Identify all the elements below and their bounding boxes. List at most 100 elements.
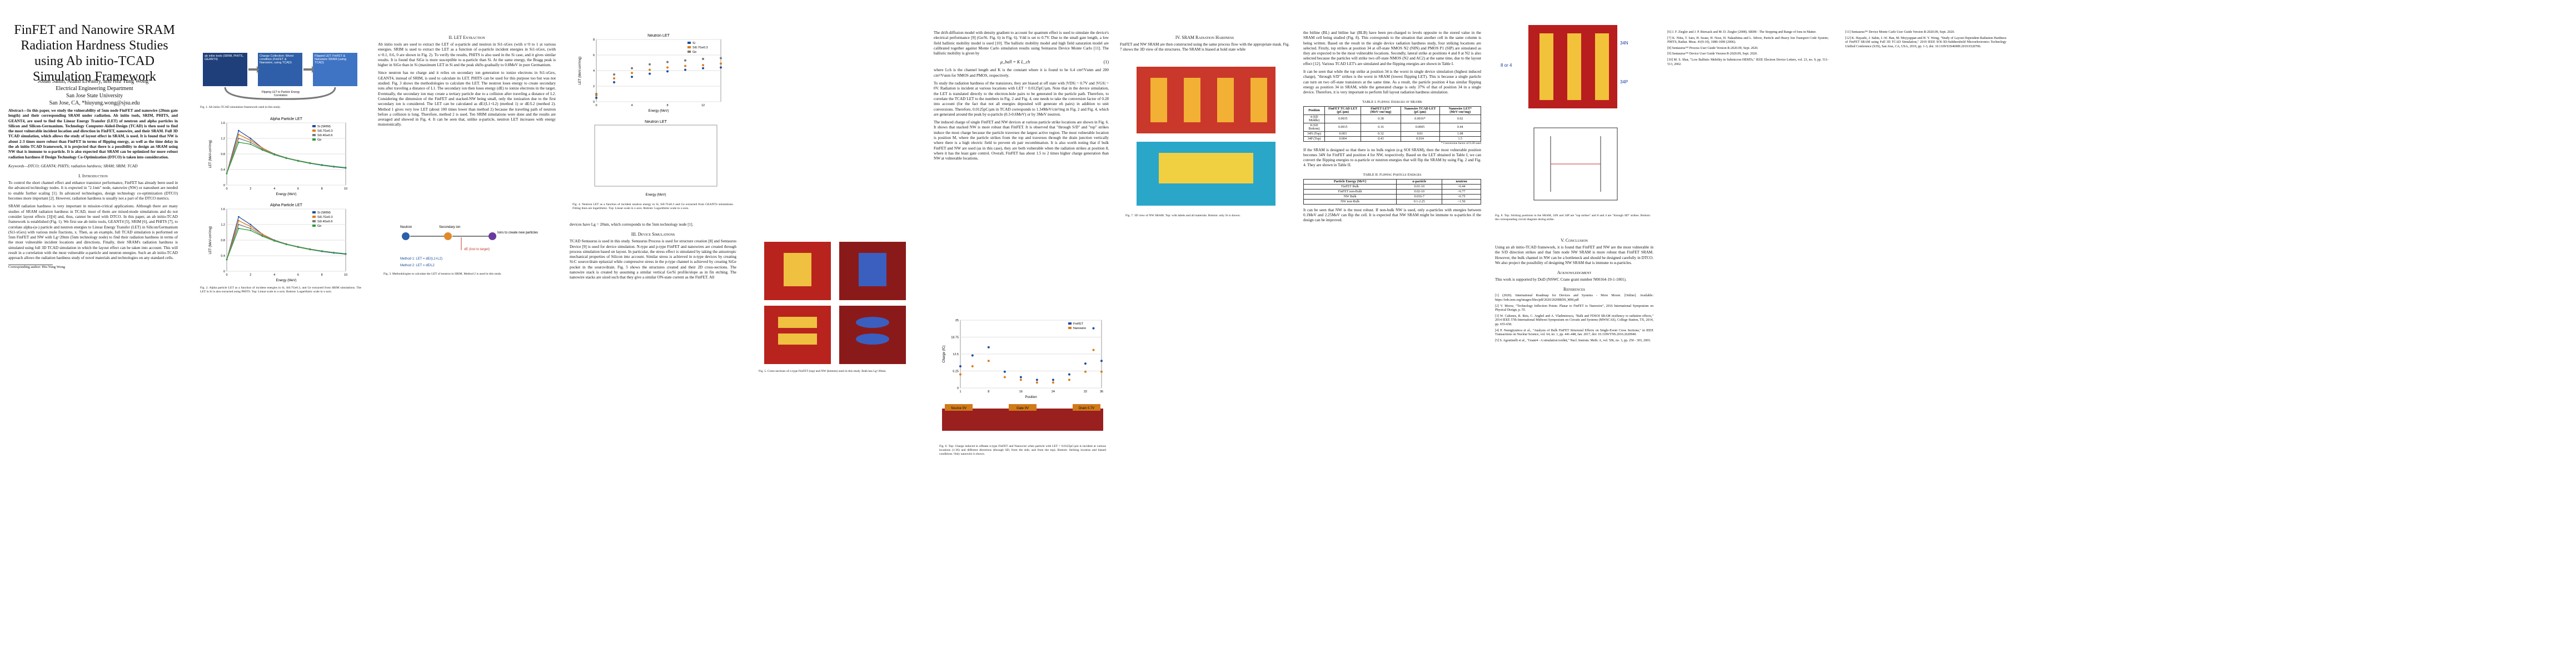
data-point: [595, 97, 597, 99]
x-tick-label: 32: [1084, 390, 1087, 394]
y-tick-label: 0: [593, 101, 595, 104]
table-2-h2: neutron: [1442, 178, 1481, 185]
fig8-label-84: 8 or 4: [1501, 63, 1512, 68]
data-point: [631, 67, 633, 69]
figure-1-diagram: ab initio tools (SRIM, PHITS, GEANT4) Ch…: [200, 50, 361, 103]
fig6-device-body: [942, 409, 1103, 431]
legend-swatch: [312, 216, 316, 218]
data-point: [702, 58, 704, 60]
y-tick-label: 2: [593, 85, 595, 88]
data-point: [1003, 376, 1006, 379]
column-5: Fig. 5. Cross-sections of n-type FinFET …: [745, 0, 928, 667]
data-point: [959, 365, 961, 367]
fig6-source-label: Source 0V: [951, 407, 966, 410]
data-point: [684, 68, 686, 71]
table-1-h2: FinFET LET* (MeV·cm²/mg): [1361, 106, 1401, 115]
fig1-label-3: Flipped LET: FinFET & Nanowire SRAM (usi…: [315, 54, 347, 64]
figure-8-caption: Fig. 8. Top: Striking positions in the S…: [1495, 214, 1651, 221]
equation-body: μ_ball = K L_ch: [1000, 59, 1030, 65]
x-tick-label: 4: [273, 187, 275, 191]
sram-circuit: [1533, 127, 1618, 201]
y-tick-label: 0.8: [221, 239, 225, 242]
data-point: [1068, 373, 1070, 376]
data-point: [1068, 379, 1070, 381]
x-tick-label: 0: [595, 104, 597, 107]
data-point: [684, 59, 686, 62]
device-paragraph-3: where Lch is the channel length and K is…: [934, 68, 1109, 78]
section-introduction: I. Introduction: [78, 173, 108, 179]
finfet-channel: [859, 253, 886, 286]
table-1-h0: Position: [1303, 106, 1326, 115]
fig1-label-2: Charge Collection: Worst condition (FinF…: [260, 54, 294, 64]
legend-swatch: [687, 42, 691, 44]
x-tick-label: 4: [273, 273, 275, 277]
data-point: [345, 167, 347, 168]
legend-label: Si0.7Ge0.3: [692, 46, 708, 49]
nw-wire-2: [778, 334, 817, 345]
fig1-loop-arrow: [224, 87, 336, 100]
column-2: ab initio tools (SRIM, PHITS, GEANT4) Ch…: [189, 0, 372, 667]
data-point: [720, 57, 722, 59]
fig6-gate-label: Gate 0V: [1017, 407, 1029, 410]
figure-7-sram-3d: [1125, 61, 1287, 211]
data-point: [238, 137, 240, 140]
sram-gate-1: [1150, 78, 1167, 122]
fig3-method-1: Method 1: LET = dE/(L1+L2): [400, 257, 442, 261]
reference-1: [1] (2020). International Roadmap for De…: [1495, 294, 1653, 302]
fig3-ion-label: Secondary ion: [439, 226, 460, 229]
y-tick-label: 1.6: [221, 208, 225, 211]
x-tick-label: 8: [666, 104, 668, 107]
table-cell: >6.44: [1442, 183, 1481, 190]
fig6-source-pad: [945, 404, 973, 411]
figure-7-caption: Fig. 7. 3D view of NW SRAM. Top: with la…: [1125, 214, 1240, 217]
y-tick-label: 0.8: [221, 153, 225, 156]
legend-label: Si (SRIM): [317, 211, 331, 215]
data-point: [285, 243, 287, 246]
x-tick-label: 12: [701, 104, 705, 107]
table-cell: 0.43: [1361, 136, 1401, 142]
layout-gate-3: [1595, 33, 1609, 100]
figure-5-caption: Fig. 5. Cross-sections of n-type FinFET …: [759, 370, 886, 373]
data-point: [1100, 360, 1103, 362]
layout-gate-2: [1567, 33, 1581, 100]
conclusion-paragraph: Using an ab initio-TCAD framework, it is…: [1495, 245, 1653, 265]
section-let: II. LET Extraction: [449, 35, 485, 40]
nw-channel-1: [856, 317, 889, 328]
affiliation-3: San Jose, CA, *hiuyung.wong@sjsu.edu: [49, 100, 140, 106]
y-tick-label: 0.4: [221, 168, 225, 172]
x-axis-label: Energy (MeV): [276, 279, 296, 282]
references-col-a: [6] J. F. Ziegler and J. P. Biersack and…: [1667, 31, 1828, 68]
y-axis-label: Charge (fC): [943, 345, 946, 362]
section-references: References: [1563, 287, 1585, 292]
affiliation-1: Electrical Engineering Department: [56, 86, 133, 92]
data-point: [261, 149, 263, 151]
data-point: [238, 133, 240, 136]
data-point: [261, 233, 263, 235]
figure-5-cross-sections: [761, 239, 911, 367]
table-1: Position FinFET TCAD LET (pC/μm) FinFET …: [1303, 106, 1482, 142]
table-cell: 0.02-10: [1396, 188, 1443, 195]
data-point: [1019, 376, 1022, 379]
x-tick-label: 0: [226, 273, 227, 277]
data-point: [684, 64, 686, 67]
column-8: the bitline (BL) and bitline bar (BLB) h…: [1295, 0, 2576, 667]
device-section: devices have Lg = 20nm, which correspond…: [570, 222, 736, 283]
sram-paragraph-2: the bitline (BL) and bitline bar (BLB) h…: [1303, 31, 1481, 66]
y-tick-label: 0.4: [221, 255, 225, 258]
sram-paragraph-1: FinFET and NW SRAM are then constructed …: [1120, 42, 1289, 52]
reference-10: [10] M. S. Shur, "Low Ballistic Mobility…: [1667, 58, 1828, 66]
sram-gate-4: [1250, 78, 1267, 122]
data-point: [250, 227, 252, 230]
column-1: FinFET and Nanowire SRAM Radiation Hardn…: [0, 0, 189, 667]
fig6-drain-pad: [1073, 404, 1100, 411]
table-cell: 0.02: [1439, 114, 1482, 123]
fig8-label-34n: 34N: [1620, 41, 1628, 46]
y-tick-label: 6.25: [953, 370, 959, 374]
table-cell: 8 (SD Bottom): [1303, 122, 1326, 132]
data-point: [1035, 381, 1038, 384]
